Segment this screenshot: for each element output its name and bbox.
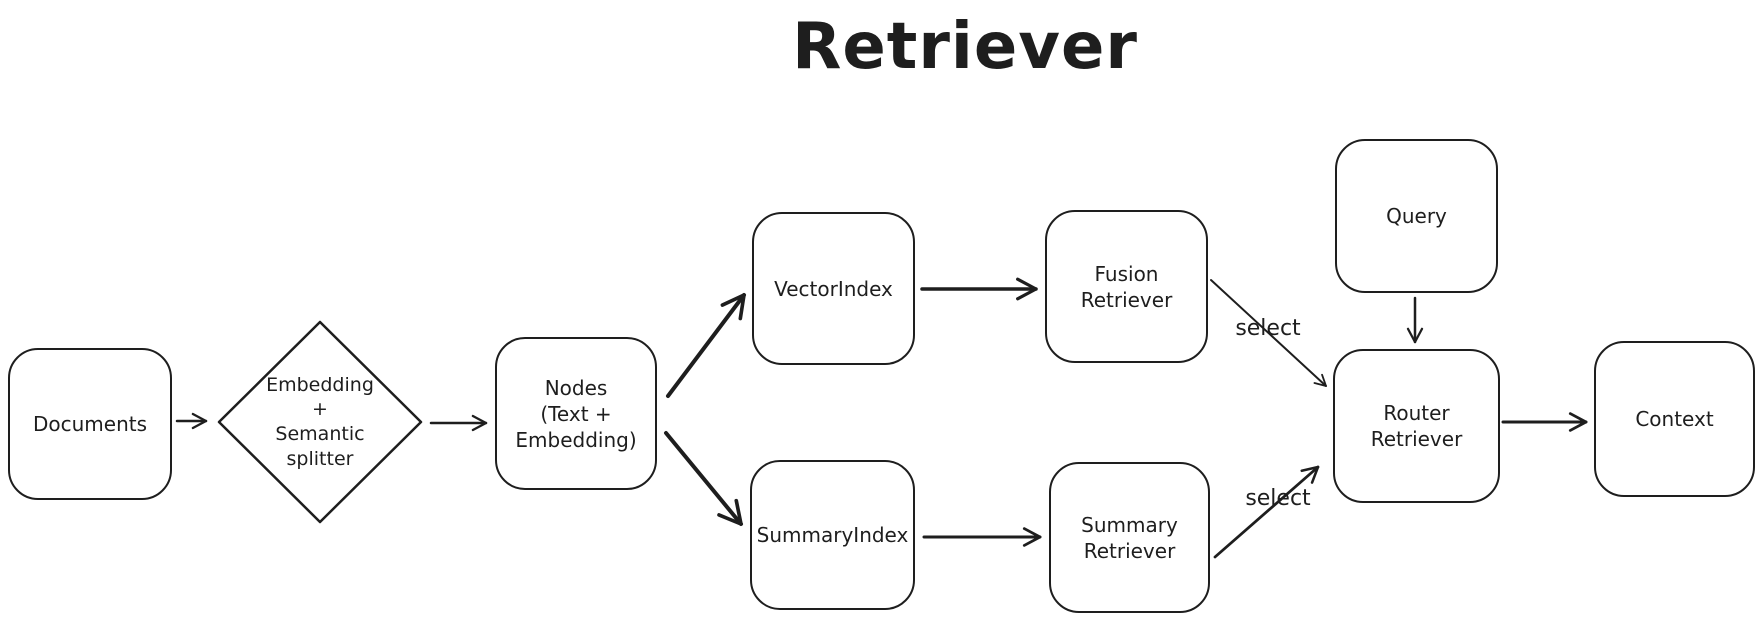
diagram-title: Retriever	[792, 10, 1138, 84]
node-embedding-semantic-splitter: Embedding + Semantic splitter	[217, 320, 423, 524]
node-query: Query	[1335, 139, 1498, 293]
node-summary-retriever-label: Summary Retriever	[1081, 512, 1178, 563]
arrow-nodes-to-vector-index	[666, 293, 746, 398]
node-documents: Documents	[8, 348, 172, 500]
node-context-label: Context	[1635, 407, 1714, 431]
arrow-summary-retriever-to-router-select	[1213, 465, 1320, 559]
node-context: Context	[1594, 341, 1755, 497]
node-documents-label: Documents	[32, 412, 148, 436]
node-nodes-label: Nodes (Text + Embedding)	[515, 375, 637, 452]
node-router-retriever-label: Router Retriever	[1370, 401, 1463, 451]
node-summary-index: SummaryIndex	[750, 460, 915, 610]
node-splitter-label: Embedding + Semantic splitter	[266, 373, 374, 470]
arrow-nodes-to-summary-index	[664, 431, 743, 526]
edge-label-select-bottom: select	[1245, 486, 1311, 511]
node-summary-retriever: Summary Retriever	[1049, 462, 1210, 613]
node-vector-index: VectorIndex	[752, 212, 915, 365]
diamond-shape	[217, 320, 423, 524]
node-summary-index-label: SummaryIndex	[756, 523, 909, 547]
node-vector-index-label: VectorIndex	[774, 276, 893, 301]
node-query-label: Query	[1386, 204, 1447, 228]
node-nodes-text-embedding: Nodes (Text + Embedding)	[495, 337, 657, 490]
node-router-retriever: Router Retriever	[1333, 349, 1500, 503]
node-fusion-retriever: Fusion Retriever	[1045, 210, 1208, 363]
node-fusion-retriever-label: Fusion Retriever	[1080, 261, 1173, 312]
edge-label-select-top: select	[1235, 316, 1301, 341]
